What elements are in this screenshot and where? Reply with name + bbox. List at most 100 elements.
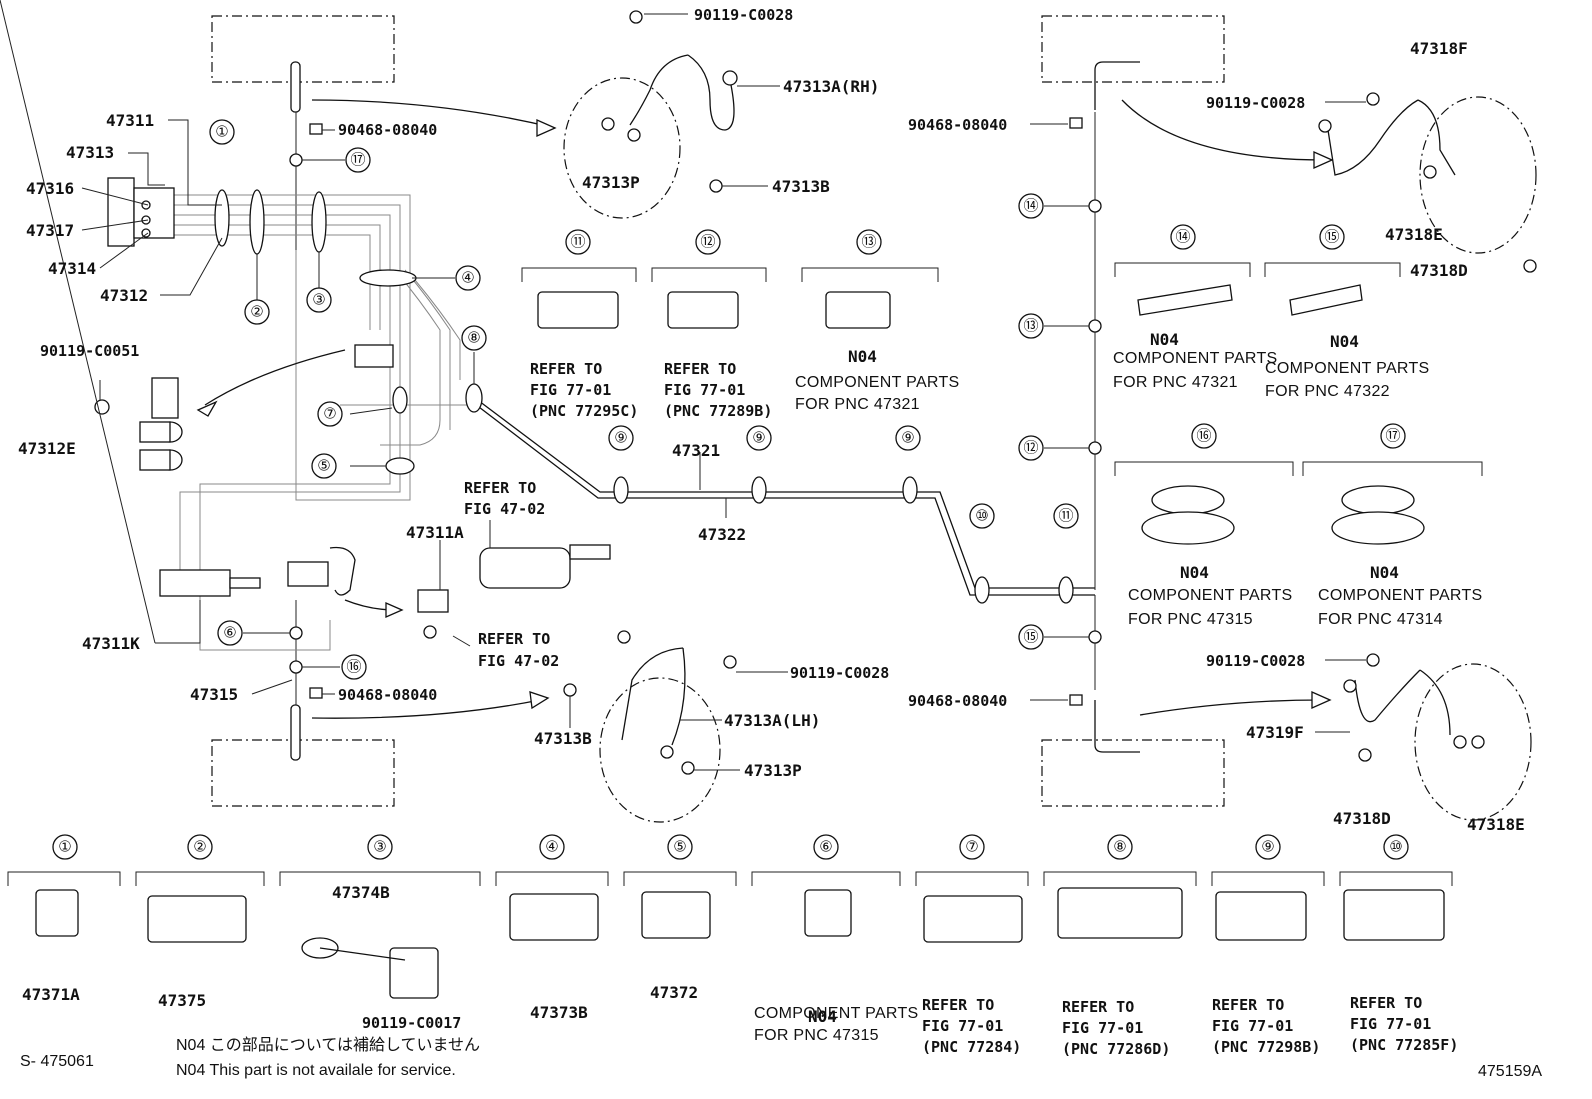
callout-1: ① xyxy=(209,119,235,145)
ref-11-pnc: (PNC 77295C) xyxy=(530,402,638,420)
label-90468-08040-rr: 90468-08040 xyxy=(908,116,1007,134)
label-47311a: 47311A xyxy=(406,523,464,542)
leader-lines xyxy=(0,0,1366,771)
comp-b6-n04: N04 xyxy=(808,1007,837,1026)
svg-text:④: ④ xyxy=(461,270,474,287)
rear-left-wheel-box xyxy=(1041,739,1225,807)
note-japanese: N04 この部品については補給していません xyxy=(176,1036,480,1054)
ref-b7-pnc: (PNC 77284) xyxy=(922,1038,1021,1056)
main-lines-47321-47322 xyxy=(474,61,1140,753)
comp-13-n04: N04 xyxy=(848,347,877,366)
label-47318d-rl: 47318D xyxy=(1333,809,1391,828)
front-left-wheel-box xyxy=(211,739,395,807)
svg-text:③: ③ xyxy=(312,292,325,309)
svg-text:⑦: ⑦ xyxy=(323,406,336,423)
callout-7: ⑦ xyxy=(317,401,343,427)
legend-callout-b6: ⑥ xyxy=(813,834,839,860)
svg-text:⑨: ⑨ xyxy=(1261,839,1274,856)
svg-text:⑨: ⑨ xyxy=(614,430,627,447)
svg-text:⑫: ⑫ xyxy=(1023,440,1038,457)
svg-text:⑰: ⑰ xyxy=(350,152,365,169)
label-47311: 47311 xyxy=(106,111,154,130)
legend-callout-16: ⑯ xyxy=(1191,423,1217,449)
legend-callout-14: ⑭ xyxy=(1170,224,1196,250)
callout-6: ⑥ xyxy=(217,620,243,646)
callout-8: ⑧ xyxy=(461,325,487,351)
label-47318d-rr: 47318D xyxy=(1410,261,1468,280)
label-90119-c0028-rl: 90119-C0028 xyxy=(1206,652,1305,670)
svg-text:⑮: ⑮ xyxy=(1023,629,1038,646)
legend-callout-b8: ⑧ xyxy=(1107,834,1133,860)
svg-text:⑫: ⑫ xyxy=(700,234,715,251)
callout-17: ⑰ xyxy=(345,147,371,173)
legend-callout-b4: ④ xyxy=(539,834,565,860)
label-47371a: 47371A xyxy=(22,985,80,1004)
comp-15-pnc: FOR PNC 47322 xyxy=(1265,383,1390,400)
ref-12-pnc: (PNC 77289B) xyxy=(664,402,772,420)
hose-detail-circles xyxy=(563,77,1537,823)
label-47313b-fl: 47313B xyxy=(534,729,592,748)
callout-10: ⑩ xyxy=(969,503,995,529)
comp-17-pnc: FOR PNC 47314 xyxy=(1318,611,1443,628)
callout-9c: ⑨ xyxy=(895,425,921,451)
ref-bracket-fig: FIG 47-02 xyxy=(478,652,559,670)
callout-13: ⑬ xyxy=(1018,313,1044,339)
svg-text:⑥: ⑥ xyxy=(223,625,236,642)
bolts-and-clips xyxy=(94,10,1537,775)
label-47316: 47316 xyxy=(26,179,74,198)
comp-15-text: COMPONENT PARTS xyxy=(1265,360,1430,377)
label-47313p-fr: 47313P xyxy=(582,173,640,192)
label-47314: 47314 xyxy=(48,259,96,278)
callout-11: ⑪ xyxy=(1053,503,1079,529)
ref-b8-fig: FIG 77-01 xyxy=(1062,1019,1143,1037)
front-right-wheel-box xyxy=(211,15,395,83)
svg-text:①: ① xyxy=(215,124,228,141)
label-47312: 47312 xyxy=(100,286,148,305)
label-90119-c0028-fr: 90119-C0028 xyxy=(694,6,793,24)
label-47313a-rh: 47313A(RH) xyxy=(783,77,879,96)
ref-b7-refer-to: REFER TO xyxy=(922,996,994,1014)
legend-brackets-bottom xyxy=(7,871,1453,886)
legend-callout-b3: ③ xyxy=(367,834,393,860)
svg-text:⑦: ⑦ xyxy=(965,839,978,856)
label-47318e-rr: 47318E xyxy=(1385,225,1443,244)
svg-text:⑯: ⑯ xyxy=(1196,428,1211,445)
label-90468-08040-rl: 90468-08040 xyxy=(908,692,1007,710)
callout-2: ② xyxy=(244,299,270,325)
legend-callout-b7: ⑦ xyxy=(959,834,985,860)
legend-callout-13: ⑬ xyxy=(856,229,882,255)
comp-b6-text: COMPONENT PARTS xyxy=(754,1005,919,1022)
svg-text:⑥: ⑥ xyxy=(819,839,832,856)
footer: S- 475061 N04 この部品については補給していません N04 This… xyxy=(20,1036,1542,1080)
label-90119-c0017: 90119-C0017 xyxy=(362,1014,461,1032)
svg-text:①: ① xyxy=(58,839,71,856)
comp-13-text: COMPONENT PARTS xyxy=(795,374,960,391)
ref-12-fig: FIG 77-01 xyxy=(664,381,745,399)
svg-text:⑨: ⑨ xyxy=(901,430,914,447)
clamp-pictograms xyxy=(35,284,1445,999)
reference-notes: REFER TO FIG 77-01 (PNC 77295C) REFER TO… xyxy=(464,330,1482,1058)
svg-text:⑯: ⑯ xyxy=(346,659,361,676)
ref-12-refer-to: REFER TO xyxy=(664,360,736,378)
label-90119-c0028-rr: 90119-C0028 xyxy=(1206,94,1305,112)
comp-13-pnc: FOR PNC 47321 xyxy=(795,396,920,413)
legend-brackets-top xyxy=(521,262,1483,476)
svg-text:⑧: ⑧ xyxy=(1113,839,1126,856)
label-47315: 47315 xyxy=(190,685,238,704)
label-47321: 47321 xyxy=(672,441,720,460)
direction-arrows xyxy=(196,99,1334,719)
legend-callout-17: ⑰ xyxy=(1380,423,1406,449)
svg-text:②: ② xyxy=(193,839,206,856)
callout-numbers: ① ② ③ ④ ⑤ ⑥ ⑦ ⑧ ⑨ ⑨ ⑨ ⑩ ⑪ ⑫ ⑬ ⑭ ⑮ ⑯ ⑰ ⑪ … xyxy=(52,119,1409,860)
legend-callout-b9: ⑨ xyxy=(1255,834,1281,860)
flexible-hoses xyxy=(621,54,1456,746)
legend-callout-12: ⑫ xyxy=(695,229,721,255)
svg-text:⑮: ⑮ xyxy=(1324,229,1339,246)
svg-text:⑤: ⑤ xyxy=(673,839,686,856)
label-47374b: 47374B xyxy=(332,883,390,902)
comp-15-n04: N04 xyxy=(1330,332,1359,351)
comp-b6-pnc: FOR PNC 47315 xyxy=(754,1027,879,1044)
ref-mc-fig: FIG 47-02 xyxy=(464,500,545,518)
label-90468-08040-fl: 90468-08040 xyxy=(338,686,437,704)
label-90119-c0051: 90119-C0051 xyxy=(40,342,139,360)
